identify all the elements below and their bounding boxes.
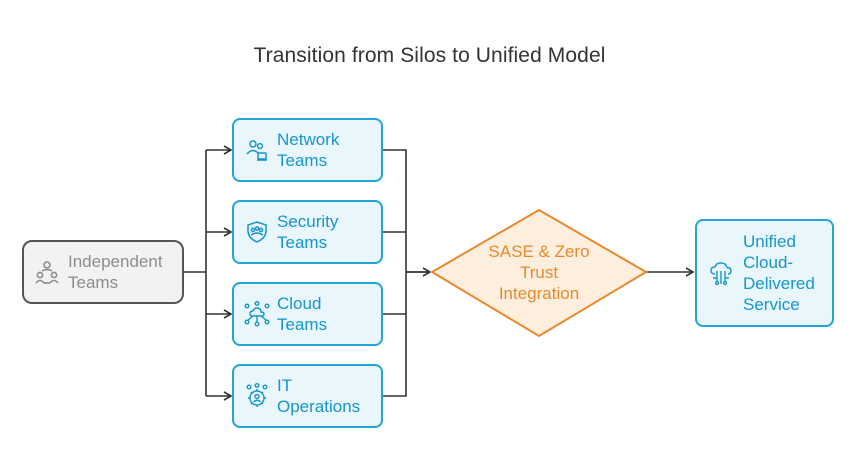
node-cloud-teams: Cloud Teams — [232, 282, 383, 346]
node-it-operations: IT Operations — [232, 364, 383, 428]
integration-label: SASE & Zero Trust Integration — [488, 242, 590, 303]
shield-group-icon — [243, 220, 271, 244]
network-teams-label: Network Teams — [277, 130, 340, 170]
gear-people-icon — [243, 383, 271, 409]
cloud-network-icon — [243, 301, 271, 327]
network-users-icon — [243, 138, 271, 162]
integration-diamond — [430, 208, 648, 338]
node-network-teams: Network Teams — [232, 118, 383, 182]
unified-service-label: Unified Cloud-Delivered Service — [743, 232, 815, 314]
node-unified-service: Unified Cloud-Delivered Service — [695, 219, 834, 327]
cloud-circuit-icon — [707, 260, 735, 286]
it-operations-label: IT Operations — [277, 376, 361, 416]
cloud-teams-label: Cloud Teams — [277, 294, 328, 334]
independent-teams-label: Independent Teams — [68, 252, 163, 292]
security-teams-label: Security Teams — [277, 212, 339, 252]
connector-merge — [383, 149, 430, 397]
node-security-teams: Security Teams — [232, 200, 383, 264]
connector-independent-trunk — [184, 150, 207, 396]
people-group-icon — [32, 259, 62, 285]
node-independent-teams: Independent Teams — [22, 240, 184, 304]
diagram-title: Transition from Silos to Unified Model — [253, 44, 606, 67]
